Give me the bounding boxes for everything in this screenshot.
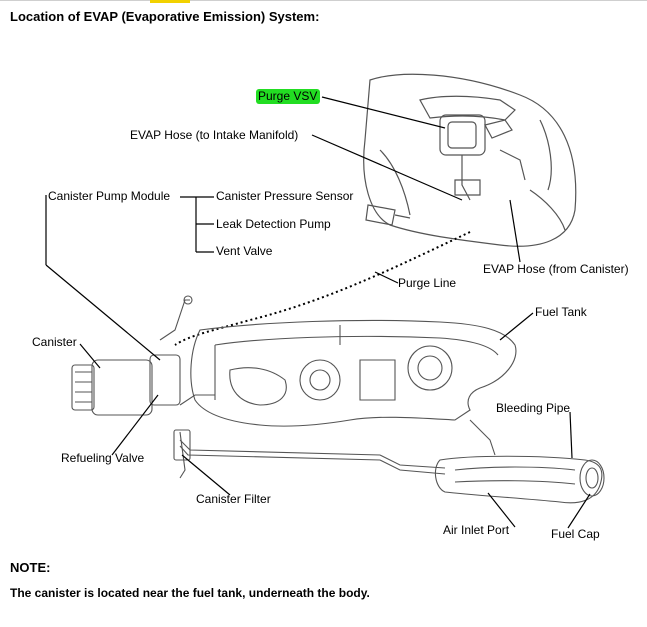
label-evap-hose-canister: EVAP Hose (from Canister): [483, 262, 629, 276]
label-vent-valve: Vent Valve: [216, 244, 273, 258]
top-rule: [0, 0, 647, 1]
top-accent-bar: [150, 0, 190, 3]
leader-lines: [45, 96, 591, 529]
page-title: Location of EVAP (Evaporative Emission) …: [10, 9, 320, 24]
label-leak-detection-pump: Leak Detection Pump: [216, 217, 331, 231]
label-canister: Canister: [32, 335, 77, 349]
label-refueling-valve: Refueling Valve: [61, 451, 145, 465]
label-fuel-tank: Fuel Tank: [535, 305, 587, 319]
purge-line-dotted: [174, 231, 471, 346]
note-heading: NOTE:: [10, 560, 51, 575]
label-canister-filter: Canister Filter: [196, 492, 271, 506]
purge-vsv-highlight: [256, 89, 320, 104]
label-purge-vsv: Purge VSV: [258, 89, 318, 103]
label-fuel-cap: Fuel Cap: [551, 527, 600, 541]
fuel-tank-drawing: [71, 295, 605, 504]
label-air-inlet-port: Air Inlet Port: [443, 523, 510, 537]
engine-bay-drawing: [363, 73, 577, 247]
note-text: The canister is located near the fuel ta…: [10, 586, 370, 600]
label-evap-hose-intake: EVAP Hose (to Intake Manifold): [130, 128, 299, 142]
label-canister-pump-module: Canister Pump Module: [48, 189, 171, 203]
label-bleeding-pipe: Bleeding Pipe: [496, 401, 571, 415]
label-purge-line: Purge Line: [398, 276, 457, 290]
label-canister-pressure-sensor: Canister Pressure Sensor: [216, 189, 354, 203]
